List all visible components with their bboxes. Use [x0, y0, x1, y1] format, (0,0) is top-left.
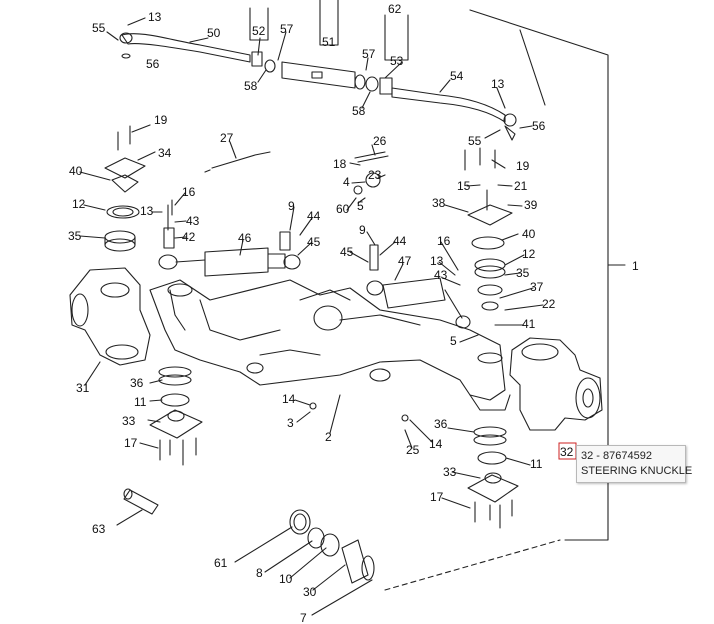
- part-label-22[interactable]: 22: [542, 297, 556, 311]
- part-label-57[interactable]: 57: [280, 22, 294, 36]
- part-label-47[interactable]: 47: [398, 254, 412, 268]
- part-label-56[interactable]: 56: [146, 57, 160, 71]
- part-label-15[interactable]: 15: [457, 179, 471, 193]
- part-label-25[interactable]: 25: [406, 443, 420, 457]
- tie-rod-end-right: [391, 87, 517, 141]
- part-label-37[interactable]: 37: [530, 280, 544, 294]
- part-label-58[interactable]: 58: [244, 79, 258, 93]
- part-label-60[interactable]: 60: [336, 202, 350, 216]
- tooltip-name-line: STEERING KNUCKLE: [581, 465, 693, 477]
- steering-cylinder-right: [366, 277, 471, 329]
- lower-bearing-left: [149, 366, 203, 466]
- part-label-46[interactable]: 46: [238, 231, 252, 245]
- part-label-54[interactable]: 54: [450, 69, 464, 83]
- part-tooltip: 32 - 87674592 STEERING KNUCKLE: [576, 445, 693, 483]
- part-label-9[interactable]: 9: [288, 199, 295, 213]
- part-label-21[interactable]: 21: [514, 179, 528, 193]
- part-label-35[interactable]: 35: [516, 266, 530, 280]
- part-label-36[interactable]: 36: [130, 376, 144, 390]
- part-label-40[interactable]: 40: [522, 227, 536, 241]
- part-label-27[interactable]: 27: [220, 131, 234, 145]
- part-label-31[interactable]: 31: [76, 381, 90, 395]
- part-label-8[interactable]: 8: [256, 566, 263, 580]
- tooltip-part-line: 32 - 87674592: [581, 450, 652, 462]
- part-label-26[interactable]: 26: [373, 134, 387, 148]
- part-label-63[interactable]: 63: [92, 522, 106, 536]
- part-label-34[interactable]: 34: [158, 146, 172, 160]
- part-label-11[interactable]: 11: [530, 457, 543, 471]
- part-label-42[interactable]: 42: [182, 230, 196, 244]
- part-label-56[interactable]: 56: [532, 119, 546, 133]
- part-label-33[interactable]: 33: [443, 465, 457, 479]
- part-label-highlighted[interactable]: 32: [560, 445, 574, 459]
- part-label-17[interactable]: 17: [430, 490, 444, 504]
- part-label-18[interactable]: 18: [333, 157, 347, 171]
- kingpin-cap-left: [104, 157, 146, 252]
- tie-rod-sleeve: [251, 51, 393, 95]
- part-label-43[interactable]: 43: [434, 268, 448, 282]
- part-label-9[interactable]: 9: [359, 223, 366, 237]
- tie-rod-end-left: [119, 32, 251, 63]
- part-label-53[interactable]: 53: [390, 54, 404, 68]
- part-label-7[interactable]: 7: [300, 611, 307, 624]
- part-label-14[interactable]: 14: [282, 392, 296, 406]
- part-label-11[interactable]: 11: [134, 395, 147, 409]
- part-label-13[interactable]: 13: [140, 204, 154, 218]
- part-label-33[interactable]: 33: [122, 414, 136, 428]
- part-label-14[interactable]: 14: [429, 437, 443, 451]
- part-label-13[interactable]: 13: [430, 254, 444, 268]
- pin-63: [123, 488, 159, 515]
- part-label-12[interactable]: 12: [522, 247, 536, 261]
- part-label-57[interactable]: 57: [362, 47, 376, 61]
- part-label-38[interactable]: 38: [432, 196, 446, 210]
- part-label-45[interactable]: 45: [307, 235, 321, 249]
- part-label-35[interactable]: 35: [68, 229, 82, 243]
- part-label-4[interactable]: 4: [343, 175, 350, 189]
- steering-knuckle-left: [69, 267, 151, 366]
- part-label-2[interactable]: 2: [325, 430, 332, 444]
- part-label-39[interactable]: 39: [524, 198, 538, 212]
- part-label-61[interactable]: 61: [214, 556, 228, 570]
- part-label-1[interactable]: 1: [632, 259, 639, 273]
- part-label-36[interactable]: 36: [434, 417, 448, 431]
- part-label-40[interactable]: 40: [69, 164, 83, 178]
- part-label-55[interactable]: 55: [92, 21, 106, 35]
- part-label-5[interactable]: 5: [357, 199, 364, 213]
- part-label-51[interactable]: 51: [322, 35, 336, 49]
- part-label-13[interactable]: 13: [491, 77, 505, 91]
- part-label-62[interactable]: 62: [388, 2, 402, 16]
- part-label-19[interactable]: 19: [516, 159, 530, 173]
- part-label-41[interactable]: 41: [522, 317, 536, 331]
- axle-housing: [149, 279, 511, 411]
- part-label-3[interactable]: 3: [287, 416, 294, 430]
- part-label-16[interactable]: 16: [437, 234, 451, 248]
- part-label-44[interactable]: 44: [307, 209, 321, 223]
- part-label-17[interactable]: 17: [124, 436, 138, 450]
- steering-knuckle-right: [509, 337, 603, 431]
- part-label-52[interactable]: 52: [252, 24, 266, 38]
- part-label-50[interactable]: 50: [207, 26, 221, 40]
- part-label-16[interactable]: 16: [182, 185, 196, 199]
- part-label-12[interactable]: 12: [72, 197, 86, 211]
- part-label-55[interactable]: 55: [468, 134, 482, 148]
- part-label-5[interactable]: 5: [450, 334, 457, 348]
- kingpin-cap-right: [464, 147, 513, 311]
- part-label-23[interactable]: 23: [368, 168, 382, 182]
- part-label-44[interactable]: 44: [393, 234, 407, 248]
- part-label-45[interactable]: 45: [340, 245, 354, 259]
- steering-cylinder-left: [158, 247, 301, 277]
- part-label-43[interactable]: 43: [186, 214, 200, 228]
- part-label-30[interactable]: 30: [303, 585, 317, 599]
- part-label-58[interactable]: 58: [352, 104, 366, 118]
- part-label-19[interactable]: 19: [154, 113, 168, 127]
- part-label-13[interactable]: 13: [148, 10, 162, 24]
- bushing-stack: [289, 509, 375, 584]
- part-label-10[interactable]: 10: [279, 572, 293, 586]
